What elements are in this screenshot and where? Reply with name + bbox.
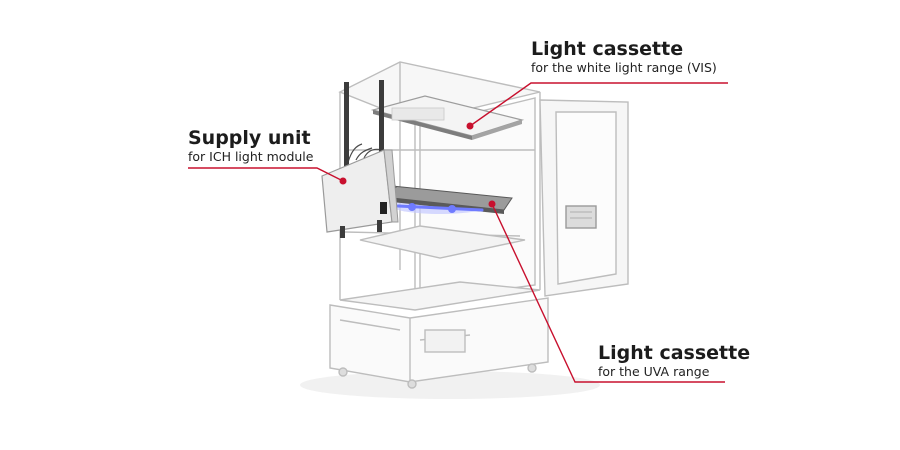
supply-leader-line — [188, 167, 344, 182]
vis-cassette-callout: Light cassette for the white light range… — [531, 38, 717, 76]
supply-unit-box — [321, 80, 399, 238]
uva-cassette-callout: Light cassette for the UVA range — [598, 342, 750, 380]
chamber-cabinet — [329, 61, 549, 389]
uva-cassette-subtitle: for the UVA range — [598, 364, 710, 379]
uva-cassette-title: Light cassette — [598, 342, 751, 364]
supply-unit-title: Supply unit — [188, 127, 311, 149]
vis-light-cassette — [370, 95, 525, 140]
vis-anchor-dot — [466, 122, 474, 130]
uva-leader-line — [491, 203, 725, 383]
supply-unit-callout: Supply unit for ICH light module — [188, 127, 313, 165]
open-door — [539, 99, 629, 297]
uva-light-cassette — [391, 185, 513, 214]
vis-cassette-subtitle: for the white light range (VIS) — [531, 60, 717, 75]
uva-anchor-dot — [488, 200, 496, 208]
floor-shadow — [300, 371, 600, 399]
leader-lines — [188, 82, 728, 383]
vis-cassette-title: Light cassette — [531, 38, 684, 60]
supply-unit-subtitle: for ICH light module — [188, 149, 314, 164]
vis-leader-line — [469, 82, 728, 127]
supply-anchor-dot — [339, 177, 347, 185]
